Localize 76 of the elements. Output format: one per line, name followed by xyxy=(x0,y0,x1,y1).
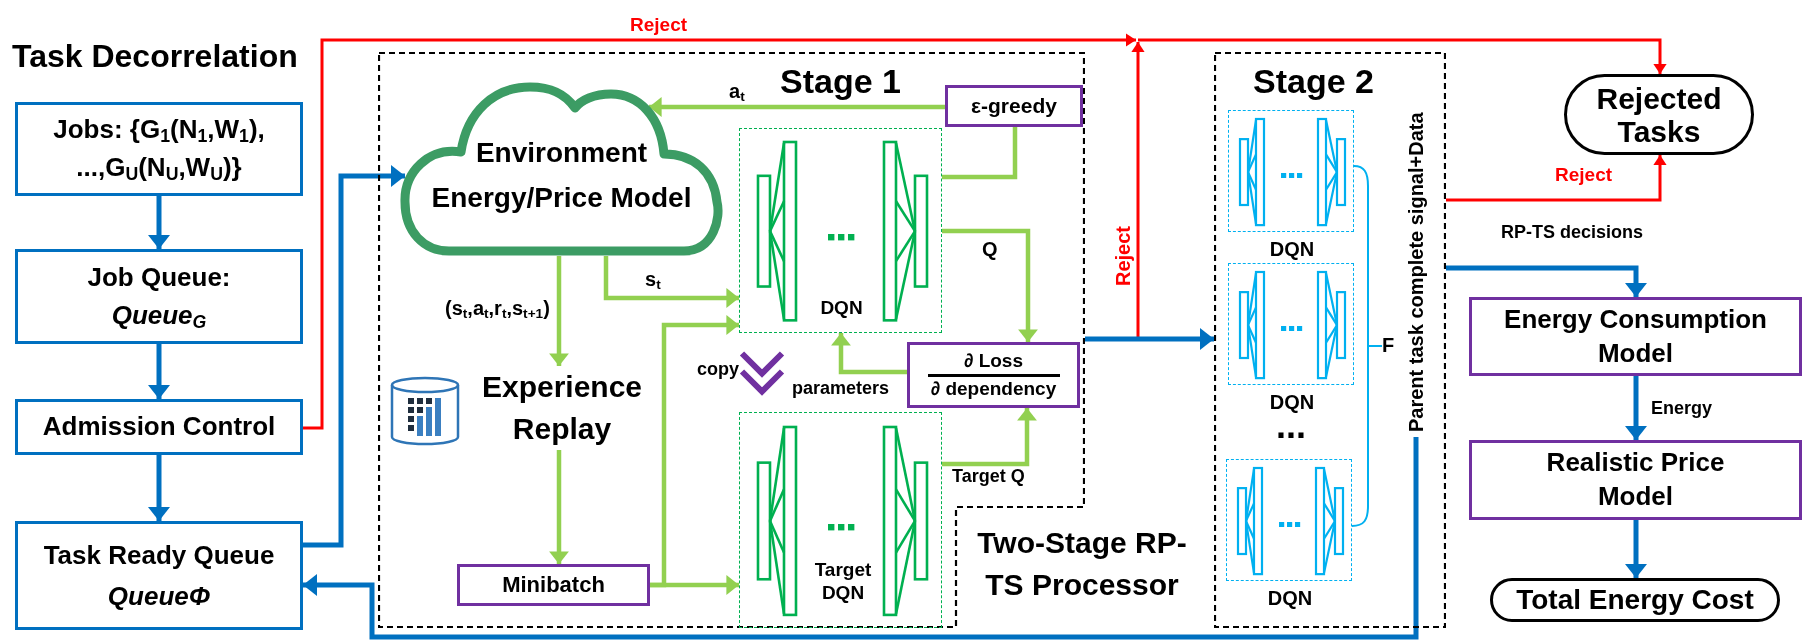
arrow xyxy=(549,256,569,366)
terminal-label: Total Energy Cost xyxy=(1516,584,1754,616)
column-heading: Task Decorrelation xyxy=(12,38,298,75)
cloud-shape xyxy=(399,82,724,256)
terminal-shape xyxy=(1490,578,1780,622)
process-box xyxy=(457,564,650,606)
edge-label: Reject xyxy=(1112,226,1135,287)
edge-label: a$_{t}$ xyxy=(729,80,745,103)
processor-title: Two-Stage RP-TS Processor xyxy=(976,525,1188,603)
network-frame xyxy=(739,412,942,628)
network-label: DQN xyxy=(1266,586,1314,610)
arrow xyxy=(1446,265,1647,297)
arrow xyxy=(1446,155,1667,202)
edge-label: s$_{t}$ xyxy=(645,268,661,291)
box-label: Energy Consumption Model xyxy=(1503,302,1768,370)
arrow xyxy=(549,450,569,564)
terminal-shape xyxy=(1564,74,1754,155)
edge-label: (s$_{t}$,a$_{t}$,r$_{t}$,s$_{t+1}$) xyxy=(445,297,550,320)
connector-line xyxy=(942,127,1018,180)
arrow xyxy=(1085,328,1214,350)
queue-box xyxy=(15,521,303,630)
edge-label: Energy xyxy=(1651,398,1713,419)
network-label: DQN xyxy=(1268,237,1316,261)
arrow xyxy=(650,575,739,595)
process-box xyxy=(1469,440,1802,520)
edge-label: Reject xyxy=(1555,164,1613,186)
chevron-arrow xyxy=(739,350,785,396)
arrow xyxy=(1625,376,1647,440)
arrow xyxy=(942,228,1038,342)
arrow xyxy=(1625,520,1647,578)
formula-text: ∂ Loss xyxy=(964,350,1023,373)
arrow xyxy=(148,455,170,521)
arrow xyxy=(148,344,170,399)
process-box xyxy=(945,85,1083,127)
terminal-label: Rejected Tasks xyxy=(1595,81,1723,148)
stage-heading: Stage 2 xyxy=(1253,62,1374,102)
input-box xyxy=(15,102,303,196)
arrow xyxy=(303,33,1136,430)
box-label: Task Ready Queue QueueΦ xyxy=(42,539,276,613)
box-label: ε-greedy xyxy=(971,93,1057,119)
arrow xyxy=(303,437,1419,640)
process-box xyxy=(15,399,303,455)
queue-box xyxy=(15,249,303,344)
edge-label: parameters xyxy=(792,378,890,399)
box-label: Realistic Price Model xyxy=(1545,446,1726,513)
vertical-label: Parent task complete signal+Data xyxy=(1404,107,1428,437)
edge-label: Q xyxy=(982,238,998,261)
edge-label: RP-TS decisions xyxy=(1501,222,1644,243)
stage-heading: Stage 1 xyxy=(780,62,901,102)
arrow xyxy=(942,408,1037,467)
edge-label: copy xyxy=(697,359,739,380)
process-label: Experience Replay xyxy=(477,366,647,450)
arrow xyxy=(603,256,739,308)
box-label: Minibatch xyxy=(502,571,605,599)
arrow xyxy=(1138,38,1667,74)
box-label: Job Queue: Queue$_{G}$ xyxy=(86,260,232,334)
arrow xyxy=(303,165,405,548)
network-label: Target DQN xyxy=(813,559,873,605)
arrow xyxy=(148,196,170,249)
arrow xyxy=(831,333,907,375)
arrow xyxy=(649,97,945,117)
output-label: F xyxy=(1382,334,1395,357)
network-label: DQN xyxy=(1268,390,1316,414)
stage-panel xyxy=(1214,52,1446,628)
cloud-label: Environment xyxy=(474,137,649,170)
edge-label: Reject xyxy=(630,14,688,36)
formula-text: ∂ dependency xyxy=(930,377,1057,400)
box-label: Admission Control xyxy=(42,410,276,444)
process-box xyxy=(1469,297,1802,376)
cloud-label: Energy/Price Model xyxy=(430,182,693,215)
box-label: Jobs: {G$_{1}$(N$_{1}$,W$_{1}$), ...,G$_{U}$(N$_{U}$,W$_{U}$)} xyxy=(52,113,266,186)
network-frame xyxy=(739,128,942,333)
formula-box xyxy=(907,342,1080,408)
network-label: DQN xyxy=(819,297,864,320)
edge-label: Target Q xyxy=(952,466,1025,487)
ellipsis-label: ... xyxy=(1276,412,1306,440)
